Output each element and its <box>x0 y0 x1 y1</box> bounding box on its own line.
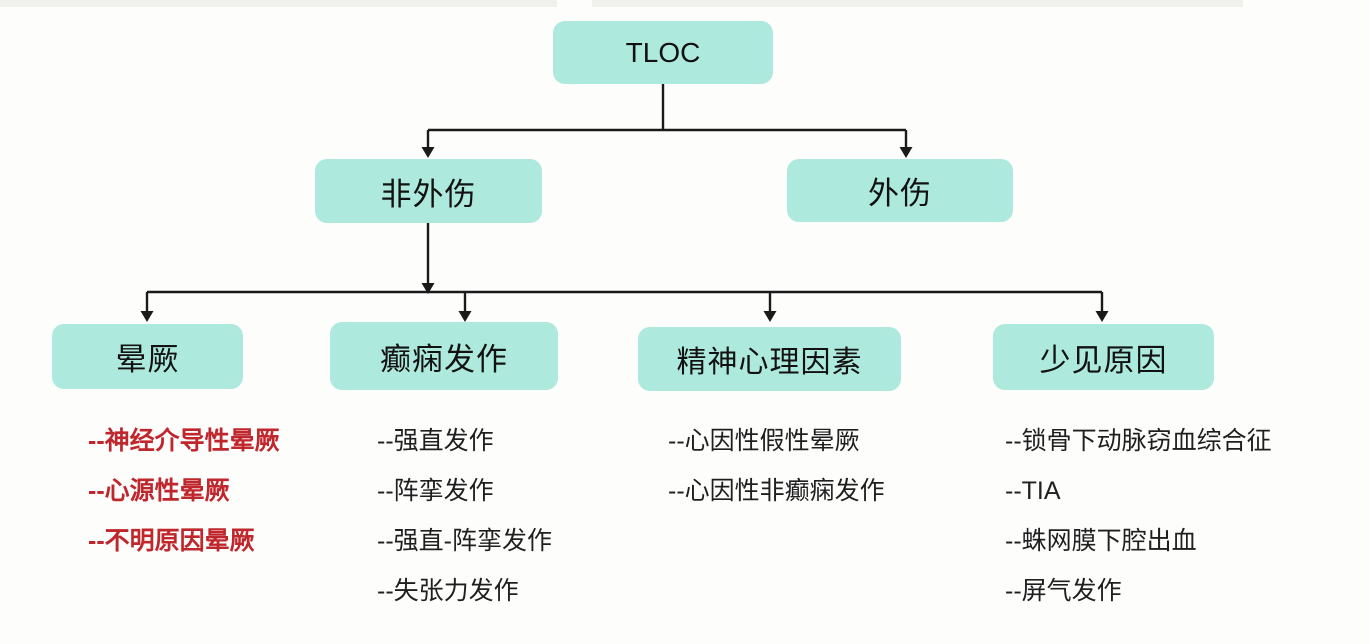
rare-causes-subtype-list: --锁骨下动脉窃血综合征 --TIA --蛛网膜下腔出血 --屏气发作 <box>1005 416 1272 616</box>
node-nontraumatic: 非外伤 <box>315 159 542 223</box>
arrowhead-trauma <box>899 147 913 158</box>
list-item: --蛛网膜下腔出血 <box>1005 527 1197 555</box>
list-item: --强直-阵挛发作 <box>377 527 552 555</box>
node-tloc: TLOC <box>553 21 773 84</box>
arrowhead-nontrauma-stem <box>421 283 435 294</box>
list-item: --心因性假性晕厥 <box>668 427 860 455</box>
list-item: --锁骨下动脉窃血综合征 <box>1005 427 1272 455</box>
node-epileptic-seizure-label: 癫痫发作 <box>380 341 508 377</box>
list-item: --心因性非癫痫发作 <box>668 477 885 505</box>
syncope-subtype-list: --神经介导性晕厥 --心源性晕厥 --不明原因晕厥 <box>88 416 280 566</box>
node-syncope-label: 晕厥 <box>115 342 180 377</box>
arrowhead-epilepsy <box>458 311 472 322</box>
list-item: --阵挛发作 <box>377 477 494 505</box>
list-item: --神经介导性晕厥 <box>88 427 280 455</box>
arrowhead-syncope <box>140 311 154 322</box>
arrowhead-nontrauma <box>421 147 435 158</box>
top-edge-artifact-left <box>0 0 557 7</box>
node-traumatic-label: 外伤 <box>868 176 932 211</box>
node-traumatic: 外伤 <box>787 159 1013 222</box>
epilepsy-subtype-list: --强直发作 --阵挛发作 --强直-阵挛发作 --失张力发作 <box>377 416 552 616</box>
node-nontraumatic-label: 非外伤 <box>380 176 477 212</box>
node-epileptic-seizure: 癫痫发作 <box>330 322 558 390</box>
node-rare-causes: 少见原因 <box>993 324 1214 390</box>
arrowhead-rare <box>1095 311 1109 322</box>
node-tloc-label: TLOC <box>625 36 701 68</box>
node-syncope: 晕厥 <box>52 324 243 389</box>
node-psychological-factors-label: 精神心理因素 <box>676 346 863 379</box>
top-edge-artifact-right <box>592 0 1243 7</box>
node-rare-causes-label: 少见原因 <box>1039 342 1168 378</box>
list-item: --屏气发作 <box>1005 577 1122 605</box>
list-item: --强直发作 <box>377 427 494 455</box>
node-psychological-factors: 精神心理因素 <box>638 327 901 391</box>
psych-subtype-list: --心因性假性晕厥 --心因性非癫痫发作 <box>668 416 885 516</box>
list-item: --TIA <box>1005 477 1061 505</box>
arrowhead-psych <box>763 311 777 322</box>
list-item: --不明原因晕厥 <box>88 527 255 555</box>
list-item: --心源性晕厥 <box>88 477 230 505</box>
list-item: --失张力发作 <box>377 577 519 605</box>
